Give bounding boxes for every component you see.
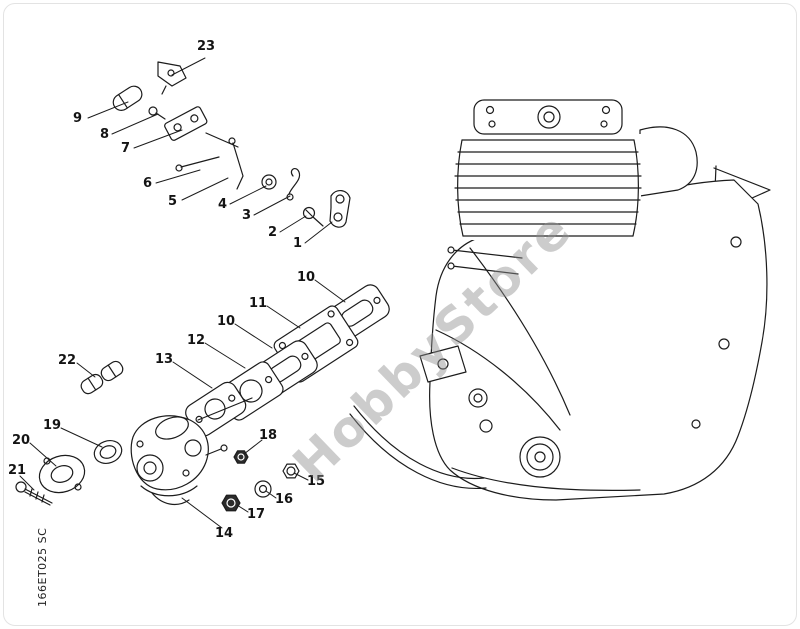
part-callout: 19 <box>43 418 62 433</box>
crankcase <box>349 165 771 501</box>
part-callout: 5 <box>168 194 178 209</box>
plug-9 <box>112 85 143 111</box>
washer-16 <box>254 480 272 498</box>
gasket-19 <box>93 440 123 464</box>
part-callout: 9 <box>73 111 83 126</box>
spring-3 <box>286 168 301 201</box>
rod-5 <box>228 137 244 190</box>
rod-6 <box>175 156 220 172</box>
part-callout: 7 <box>121 141 131 156</box>
part-callout: 13 <box>155 352 174 367</box>
leader-lines <box>19 57 346 529</box>
throttle-rod <box>197 397 253 421</box>
part-callout: 17 <box>247 507 266 522</box>
part-callout: 3 <box>242 208 252 223</box>
screw-21 <box>15 481 53 506</box>
part-callout: 8 <box>100 127 110 142</box>
screw-2 <box>302 206 324 227</box>
part-callout: 10 <box>297 270 316 285</box>
linkage-rod <box>205 132 239 148</box>
part-callout: 16 <box>275 492 294 507</box>
part-callout: 22 <box>58 353 77 368</box>
part-callout: 14 <box>215 526 234 541</box>
part-callout: 21 <box>8 463 27 478</box>
part-callout: 20 <box>12 433 31 448</box>
part-callout: 2 <box>268 225 278 240</box>
part-callout: 15 <box>307 474 326 489</box>
carburetor-14 <box>130 415 228 506</box>
part-callout: 12 <box>187 333 206 348</box>
part-callout: 23 <box>197 39 216 54</box>
part-callout: 4 <box>218 197 228 212</box>
part-callout: 10 <box>217 314 236 329</box>
part-callout: 11 <box>249 296 268 311</box>
nut-15 <box>282 463 300 479</box>
bracket-1 <box>329 190 351 228</box>
cylinder <box>454 99 698 240</box>
part-callout: 6 <box>143 176 153 191</box>
choke-lever-23 <box>157 61 187 95</box>
washer-4 <box>261 174 277 190</box>
side-cover <box>639 126 698 197</box>
part-callout: 18 <box>259 428 278 443</box>
bracket-7 <box>164 106 208 141</box>
nut-17 <box>221 494 241 512</box>
diagram-code: 166ET025 SC <box>36 527 49 607</box>
manifold-20 <box>38 454 86 494</box>
part-callout: 1 <box>293 236 303 251</box>
sleeves-22 <box>80 360 124 395</box>
